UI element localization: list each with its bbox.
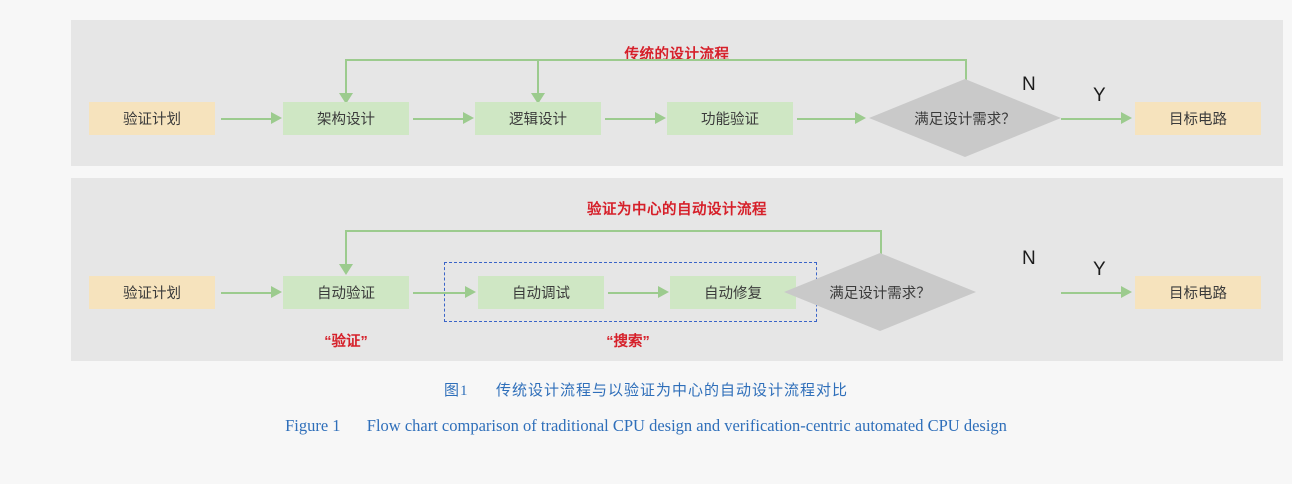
arrow-head-plan-to-autoverify (271, 286, 282, 298)
figure-caption-chinese: 图1 传统设计流程与以验证为中心的自动设计流程对比 (0, 379, 1292, 400)
branch-label-no: N (1022, 74, 1036, 95)
node-automatic-verification[interactable]: 自动验证 (283, 276, 409, 309)
figure-caption-en-text: Flow chart comparison of traditional CPU… (366, 416, 1007, 435)
arrow-line-plan-to-autoverify (221, 292, 273, 294)
panel-traditional-flow: 传统的设计流程 验证计划 架构设计 逻辑设计 功能验证 (71, 20, 1283, 166)
feedback-bus-automated (345, 230, 882, 232)
arrow-line-decision-to-target (1061, 292, 1123, 294)
feedback-drop-auto-verify (345, 230, 347, 266)
figure-number-cn: 图1 (443, 383, 469, 399)
panel-automated-flow: 验证为中心的自动设计流程 验证计划 自动验证 自动调试 自动修复 满足 (71, 178, 1283, 361)
node-verification-plan[interactable]: 验证计划 (89, 102, 215, 135)
figure-number-en: Figure 1 (285, 416, 341, 435)
feedback-arrow-architecture (339, 93, 353, 104)
decision-meets-requirements[interactable]: 满足设计需求？ (784, 253, 976, 331)
arrow-head-plan-to-architecture (271, 112, 282, 124)
arrow-head-decision-to-target (1121, 286, 1132, 298)
figure-caption-cn-text: 传统设计流程与以验证为中心的自动设计流程对比 (496, 383, 849, 399)
arrow-head-architecture-to-logic (463, 112, 474, 124)
branch-label-no: N (1022, 248, 1036, 269)
branch-label-yes: Y (1093, 85, 1106, 106)
arrow-line-autodebug-to-autofix (608, 292, 660, 294)
node-automatic-repair[interactable]: 自动修复 (670, 276, 796, 309)
arrow-head-logic-to-functional (655, 112, 666, 124)
arrow-line-decision-to-target (1061, 118, 1123, 120)
group-caption-verification: “验证” (324, 334, 368, 350)
decision-label: 满足设计需求？ (829, 285, 931, 302)
node-target-circuit[interactable]: 目标电路 (1135, 102, 1261, 135)
group-caption-search: “搜索” (606, 334, 650, 350)
feedback-arrow-logic (531, 93, 545, 104)
feedback-drop-architecture (345, 59, 347, 95)
arrow-head-functional-to-decision (855, 112, 866, 124)
panel-title-automated: 验证为中心的自动设计流程 (587, 202, 767, 218)
arrow-line-autoverify-to-autodebug (413, 292, 467, 294)
decision-label: 满足设计需求？ (914, 111, 1016, 128)
node-verification-plan[interactable]: 验证计划 (89, 276, 215, 309)
decision-meets-requirements[interactable]: 满足设计需求？ (869, 79, 1061, 157)
feedback-bus-traditional (345, 59, 967, 61)
arrow-head-decision-to-target (1121, 112, 1132, 124)
figure-caption-english: Figure 1 Flow chart comparison of tradit… (0, 416, 1292, 436)
feedback-arrow-auto-verify (339, 264, 353, 275)
node-architecture-design[interactable]: 架构设计 (283, 102, 409, 135)
arrow-head-autodebug-to-autofix (658, 286, 669, 298)
node-logic-design[interactable]: 逻辑设计 (475, 102, 601, 135)
arrow-line-logic-to-functional (605, 118, 657, 120)
feedback-drop-logic (537, 59, 539, 95)
node-target-circuit[interactable]: 目标电路 (1135, 276, 1261, 309)
branch-label-yes: Y (1093, 259, 1106, 280)
node-automatic-debug[interactable]: 自动调试 (478, 276, 604, 309)
node-functional-verification[interactable]: 功能验证 (667, 102, 793, 135)
arrow-line-functional-to-decision (797, 118, 857, 120)
arrow-line-plan-to-architecture (221, 118, 273, 120)
arrow-line-architecture-to-logic (413, 118, 465, 120)
arrow-head-autoverify-to-autodebug (465, 286, 476, 298)
